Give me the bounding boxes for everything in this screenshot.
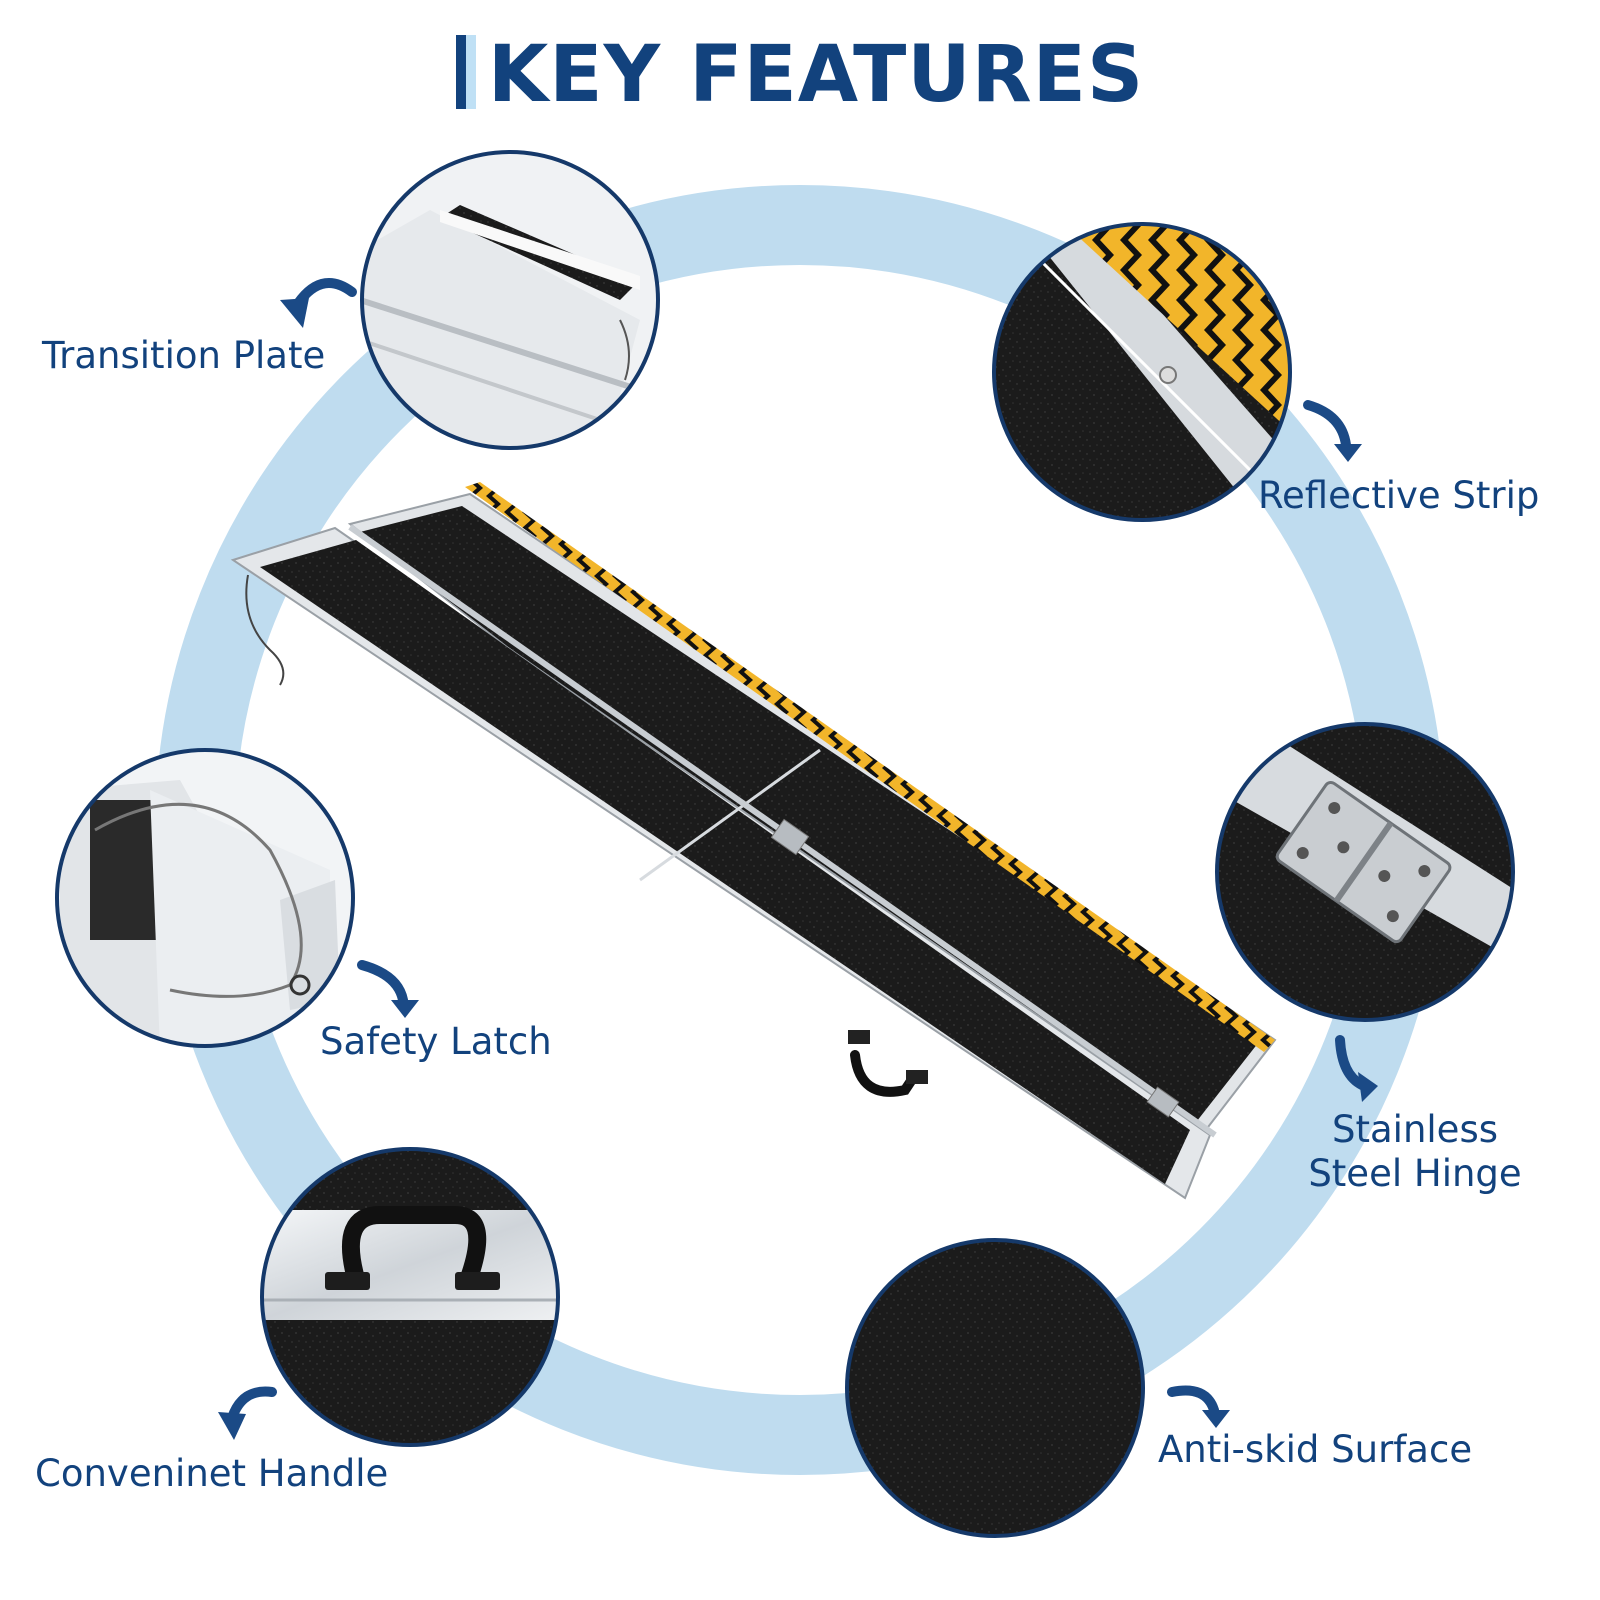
label-steel-hinge: Stainless Steel Hinge: [1270, 1108, 1560, 1197]
curved-arrow-icon: [357, 960, 419, 1018]
title-accent-bar: [455, 35, 476, 109]
curved-arrow-icon: [218, 1386, 277, 1440]
handle-detail: [260, 1147, 560, 1447]
reflective-strip-detail: [992, 222, 1292, 522]
label-reflective-strip: Reflective Strip: [1258, 474, 1540, 517]
label-transition-plate: Transition Plate: [42, 334, 326, 377]
folding-ramp-image: [230, 482, 1277, 1200]
label-convenient-handle: Conveninet Handle: [35, 1452, 389, 1495]
safety-latch-detail: [55, 748, 355, 1048]
curved-arrow-icon: [1335, 1035, 1378, 1102]
page-title: KEY FEATURES: [0, 30, 1600, 120]
curved-arrow-icon: [1303, 400, 1362, 462]
label-steel-hinge-line1: Stainless: [1332, 1108, 1498, 1151]
curved-arrow-icon: [280, 278, 357, 328]
transition-plate-detail: [360, 150, 660, 450]
label-steel-hinge-line2: Steel Hinge: [1308, 1152, 1522, 1196]
steel-hinge-detail: [1215, 722, 1515, 1022]
anti-skid-detail: [845, 1238, 1145, 1538]
curved-arrow-icon: [1167, 1385, 1230, 1428]
page-title-text: KEY FEATURES: [487, 30, 1145, 120]
label-anti-skid-surface: Anti-skid Surface: [1158, 1428, 1473, 1471]
label-safety-latch: Safety Latch: [320, 1020, 552, 1063]
